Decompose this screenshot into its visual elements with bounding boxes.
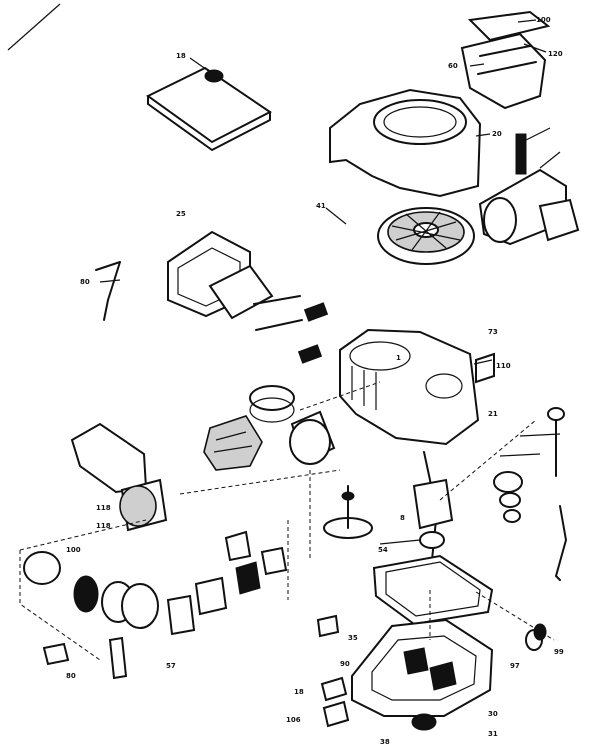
callout-label: 25 — [176, 210, 186, 218]
gear-and-seals — [493, 471, 523, 523]
carburetor — [203, 415, 263, 471]
callout-label: 18 — [176, 52, 186, 60]
crankshaft — [412, 451, 454, 591]
callout-label: 30 — [488, 710, 498, 718]
callout-label: 57 — [166, 662, 176, 670]
callout-label: 1 — [396, 354, 401, 362]
callout-label: 21 — [488, 410, 498, 418]
callout-label: 106 — [286, 716, 301, 724]
small-hardware — [316, 614, 547, 728]
callout-label: 118 — [96, 504, 111, 512]
callout-label: 54 — [378, 546, 388, 554]
gasket-plates — [194, 530, 288, 616]
callout-label: 118 — [96, 522, 111, 530]
callout-label: 90 — [340, 660, 350, 668]
callout-label: 60 — [448, 62, 458, 70]
leader-lines — [99, 19, 561, 545]
callout-label: 80 — [66, 672, 76, 680]
camshaft — [323, 485, 373, 539]
sump-gasket — [372, 554, 494, 626]
fuel-tank-shroud — [70, 422, 148, 494]
callout-label: 18 — [294, 688, 304, 696]
callout-label: 41 — [316, 202, 326, 210]
air-cleaner-cover — [460, 10, 551, 110]
callout-label: 100 — [66, 546, 81, 554]
engine-sump-base — [351, 618, 494, 717]
callout-numbers: 100 120 18 60 20 41 25 80 73 110 21 1 8 … — [66, 16, 564, 746]
air-cleaner-body — [119, 478, 168, 532]
callout-label: 35 — [348, 634, 358, 642]
starter-cup-parts — [23, 551, 196, 680]
callout-label: 31 — [488, 730, 498, 738]
owners-manual-booklet — [146, 66, 272, 151]
engine-block — [339, 328, 495, 446]
callout-label: 8 — [400, 514, 405, 522]
blower-housing — [329, 88, 482, 198]
corner-mark — [7, 3, 61, 51]
piston-assembly — [249, 385, 336, 465]
callout-label: 99 — [554, 648, 564, 656]
callout-label: 100 — [536, 16, 551, 24]
callout-label: 97 — [510, 662, 520, 670]
muffler — [478, 133, 580, 246]
valves-and-springs — [253, 295, 329, 364]
callout-label: 80 — [80, 278, 90, 286]
callout-label: 110 — [496, 362, 511, 370]
flywheel — [377, 207, 475, 265]
governor-link-rod — [95, 261, 121, 321]
callout-label: 120 — [548, 50, 563, 58]
callout-label: 20 — [492, 130, 502, 138]
callout-label: 73 — [488, 328, 498, 336]
cylinder-head — [167, 230, 274, 320]
dipstick-and-tube — [547, 407, 567, 581]
callout-label: 38 — [380, 738, 390, 746]
alignment-lines — [19, 381, 555, 661]
oil-seal — [411, 713, 437, 731]
